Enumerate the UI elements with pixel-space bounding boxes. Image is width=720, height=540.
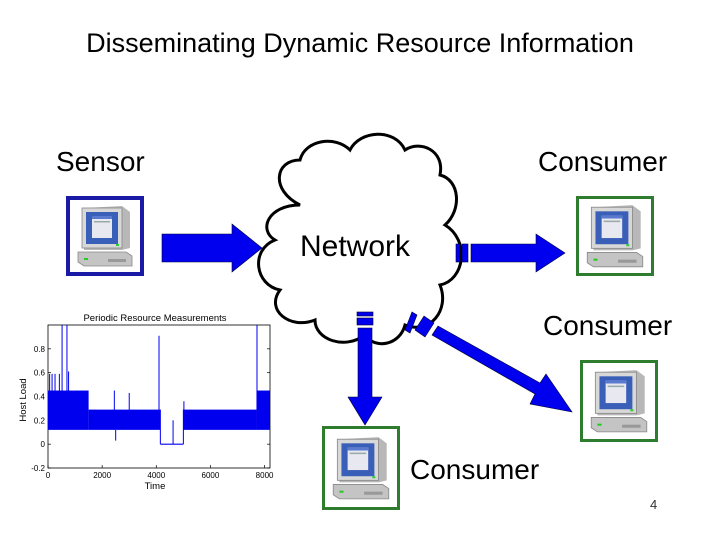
y-tick-label: 0.2 [34,416,46,425]
y-tick-label: 0.6 [34,369,46,378]
page-number: 4 [650,497,658,512]
arrow-network-to-consumer-right [455,233,566,273]
arrow-network-to-consumer-lower-right [404,311,573,413]
sensor-computer[interactable] [66,196,144,276]
x-tick-label: 4000 [147,471,165,480]
x-tick-label: 6000 [202,471,220,480]
slide-title: Disseminating Dynamic Resource Informati… [86,28,634,58]
computer-icon [332,436,390,500]
load-band [183,409,257,430]
consumer-lower-right-label: Consumer [543,310,673,341]
arrow-sensor-to-network [161,223,263,273]
y-tick-label: -0.2 [31,464,45,473]
y-tick-label: 0.4 [34,393,46,402]
x-tick-label: 8000 [256,471,274,480]
arrow-network-to-consumer-bottom [347,311,383,426]
consumer-right-computer[interactable] [576,196,654,276]
x-tick-label: 2000 [93,471,111,480]
chart-title: Periodic Resource Measurements [83,313,226,324]
y-tick-label: 0 [41,440,46,449]
cloud-icon [257,132,463,346]
consumer-bottom-computer[interactable] [322,426,400,510]
computer-icon [586,204,644,268]
consumer-lower-right-computer[interactable] [580,360,658,442]
load-band [256,390,270,430]
computer-icon [590,369,648,433]
computer-icon [77,205,133,267]
consumer-bottom-label: Consumer [410,454,540,485]
load-band [88,409,161,430]
sensor-label: Sensor [56,146,145,177]
consumer-right-label: Consumer [538,146,668,177]
x-tick-label: 0 [46,471,51,480]
chart-ylabel: Host Load [18,378,29,421]
host-load-chart: Periodic Resource Measurements Time Host… [18,313,274,492]
chart-xlabel: Time [145,481,166,492]
network-label: Network [300,230,411,263]
y-tick-label: 0.8 [34,345,46,354]
